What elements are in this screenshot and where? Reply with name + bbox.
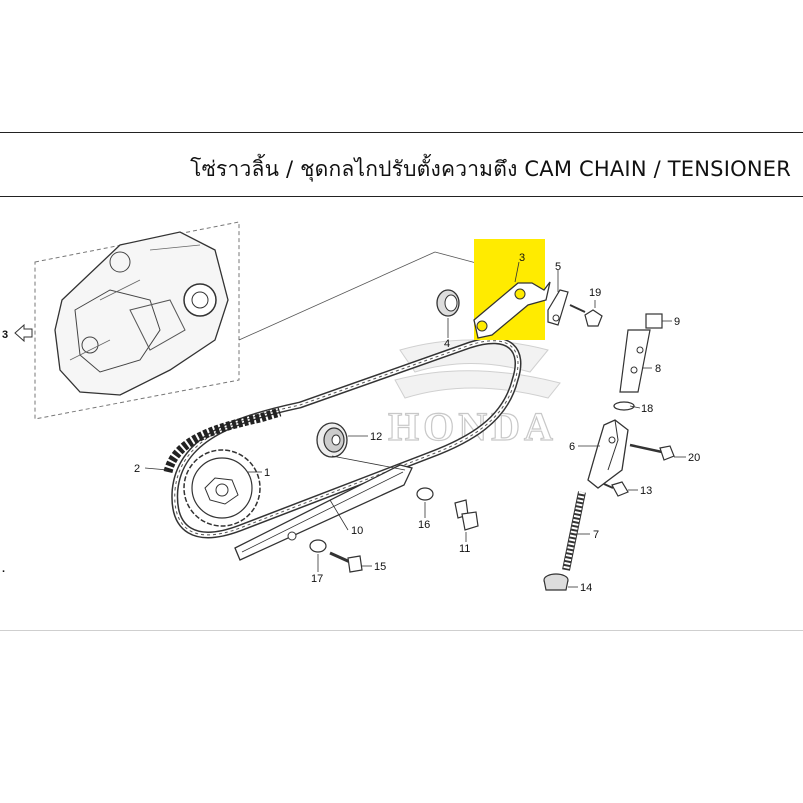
callout-9: 9 — [674, 316, 680, 328]
bolt-11-head — [461, 511, 479, 531]
part-cap — [543, 573, 569, 591]
spring-coils — [563, 491, 585, 571]
header-top-rule — [0, 132, 803, 133]
part-plate — [547, 289, 569, 326]
part-sprocket — [163, 407, 282, 527]
callout-12: 12 — [370, 431, 382, 443]
bolt-15-head — [347, 555, 363, 573]
part-clip-18 — [613, 401, 635, 411]
leader-10 — [329, 499, 349, 531]
upper-roller-bore — [444, 294, 458, 312]
part-idler-roller — [316, 422, 348, 458]
part-bolt-19 — [569, 304, 603, 327]
part-bolt-20 — [629, 443, 675, 461]
callout-18: 18 — [641, 403, 653, 415]
plate-hole — [552, 314, 560, 322]
part-bolt-15 — [329, 551, 363, 573]
side-ref-left: 3 . — [2, 323, 33, 575]
callout-15: 15 — [374, 561, 386, 573]
bolt-20-shank — [629, 443, 663, 454]
chain-guide-edge — [241, 471, 404, 553]
sprocket-bore — [215, 483, 229, 497]
side-ref-number: 3 — [2, 329, 8, 341]
part-chain-guide — [234, 464, 413, 561]
leader-lines — [144, 270, 686, 588]
lifter-cap — [645, 313, 663, 329]
callout-6: 6 — [569, 441, 575, 453]
crankcase-rib — [129, 299, 186, 351]
callout-7: 7 — [593, 529, 599, 541]
tensioner-arm-hole-1 — [476, 320, 488, 332]
callout-3: 3 — [519, 252, 525, 264]
tensioner-arm-hole-2 — [514, 288, 526, 300]
callout-labels: 1 2 3 4 5 6 7 8 9 10 11 12 13 14 15 16 1… — [134, 252, 700, 594]
callout-13: 13 — [640, 485, 652, 497]
callout-20: 20 — [688, 452, 700, 464]
page-title: โซ่ราวลิ้น / ชุดกลไกปรับตั้งความตึง CAM … — [190, 157, 791, 181]
leader-12-guide — [331, 455, 406, 471]
tensioner-arm-outline — [473, 281, 551, 339]
callout-10: 10 — [351, 525, 363, 537]
cap-body — [543, 579, 569, 591]
part-washer-17 — [309, 539, 327, 553]
wing-logo-shape — [394, 339, 561, 399]
callout-16: 16 — [418, 519, 430, 531]
spring-outer — [562, 491, 586, 571]
bracket-hole — [608, 436, 616, 444]
crankcase-boss — [109, 251, 131, 273]
bolt-19-shank — [569, 304, 586, 313]
part-upper-roller — [436, 289, 460, 317]
bolt-19-head — [584, 309, 603, 327]
callout-17: 17 — [311, 573, 323, 585]
leader-2 — [144, 467, 169, 471]
sprocket-hub — [204, 477, 239, 505]
cam-chain-links — [174, 340, 519, 536]
part-bracket — [587, 419, 629, 489]
sprocket-chain-wrap — [163, 407, 282, 474]
chain-guide-pivot — [287, 531, 297, 541]
lifter-body — [619, 329, 651, 393]
part-spring — [562, 491, 586, 571]
callout-19: 19 — [589, 287, 601, 299]
inset-dashed-frame — [34, 221, 240, 420]
part-washer-16 — [416, 487, 434, 501]
lifter-hole-1 — [636, 346, 644, 354]
bolt-20-head — [659, 445, 675, 461]
callout-11: 11 — [459, 543, 470, 555]
part-bolt-13 — [603, 481, 629, 497]
callout-8: 8 — [655, 363, 661, 375]
callout-4: 4 — [444, 338, 450, 350]
callout-2: 2 — [134, 463, 140, 475]
roller-bore — [331, 434, 341, 446]
part-tensioner-arm-highlighted — [473, 239, 551, 340]
callout-5: 5 — [555, 261, 561, 273]
leader-18 — [629, 405, 641, 409]
watermark-brand-text: HONDA — [388, 404, 557, 449]
bracket-fold — [607, 419, 619, 471]
callout-14: 14 — [580, 582, 592, 594]
crankcase-boss-2 — [81, 336, 99, 354]
header-bottom-rule — [0, 196, 803, 197]
bracket-body — [587, 419, 629, 489]
bolt-13-head — [611, 481, 629, 497]
leader-3 — [514, 261, 520, 283]
crankcase-outline — [54, 231, 229, 396]
footer-rule — [0, 630, 803, 631]
side-ref-dot: . — [2, 563, 5, 575]
bolt-15-shank — [329, 551, 351, 564]
engine-inset — [34, 221, 240, 420]
part-tensioner-lifter — [619, 313, 663, 393]
lifter-hole-2 — [630, 366, 638, 374]
callout-1: 1 — [264, 467, 270, 479]
crankcase-details — [69, 244, 201, 361]
part-bolt-11 — [454, 499, 479, 531]
left-arrow-icon — [14, 323, 33, 343]
inset-leader-line — [238, 251, 436, 341]
bolt-13-shank — [603, 483, 614, 489]
crankcase-bearing — [183, 283, 217, 317]
crankcase-bearing-inner — [191, 291, 209, 309]
chain-guide-body — [234, 464, 413, 561]
